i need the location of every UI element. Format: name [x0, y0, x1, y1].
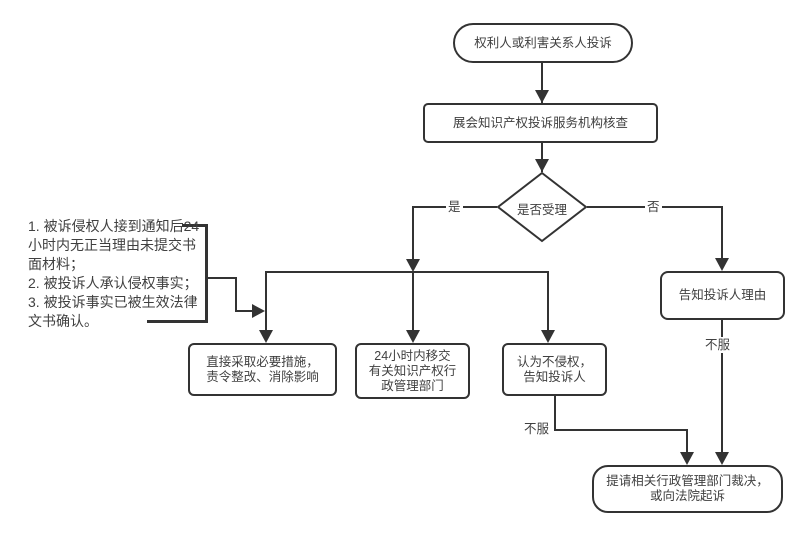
- arrowhead-into-action-direct: [259, 330, 273, 343]
- final-label: 提请相关行政管理部门裁决， 或向法院起诉: [606, 474, 769, 503]
- edge-distribution-line: [265, 271, 549, 273]
- arrowhead-yes-to-distribution: [406, 259, 420, 272]
- label-dissent-left: 不服: [522, 421, 552, 437]
- edge-action3-exit-vertical: [554, 396, 556, 431]
- arrowhead-start-to-verify: [535, 90, 549, 103]
- action-transfer-24h-label: 24小时内移交 有关知识产权行 政管理部门: [368, 348, 457, 393]
- notify-reason-label: 告知投诉人理由: [678, 288, 767, 302]
- verify-label: 展会知识产权投诉服务机构核查: [452, 115, 628, 130]
- edge-drop-action-transfer: [412, 271, 414, 333]
- arrowhead-verify-to-decision: [535, 159, 549, 172]
- action-direct-measures-label: 直接采取必要措施， 责令整改、消除影响: [206, 354, 319, 384]
- criteria-note-text: 1. 被诉侵权人接到通知后24 小时内无正当理由未提交书 面材料； 2. 被投诉…: [28, 218, 200, 329]
- note-bracket-right: [205, 224, 208, 323]
- note-connector-h1: [205, 277, 237, 279]
- edge-start-to-verify: [541, 63, 543, 103]
- verify-process: 展会知识产权投诉服务机构核查: [423, 103, 658, 143]
- action-no-infringement: 认为不侵权， 告知投诉人: [502, 343, 607, 396]
- arrowhead-reason-to-final: [715, 452, 729, 465]
- edge-dissent-vertical: [686, 429, 688, 455]
- accept-decision-diamond: [496, 171, 588, 243]
- edge-yes-vertical: [412, 206, 414, 262]
- start-label: 权利人或利害关系人投诉: [474, 35, 612, 50]
- edge-reason-to-final: [721, 320, 723, 455]
- accept-decision-label: 是否受理: [516, 203, 567, 217]
- arrowhead-into-notify-reason: [715, 258, 729, 271]
- arrowhead-into-action-no-infringe: [541, 330, 555, 343]
- arrowhead-note-connector: [252, 304, 265, 318]
- note-bracket-top-stub: [182, 224, 207, 227]
- edge-verify-to-decision: [541, 143, 543, 172]
- edge-drop-action-direct: [265, 271, 267, 333]
- edge-no-vertical: [721, 206, 723, 261]
- label-no: 否: [645, 199, 662, 215]
- final-terminator: 提请相关行政管理部门裁决， 或向法院起诉: [592, 465, 783, 513]
- edge-dissent-horizontal: [554, 429, 688, 431]
- start-terminator: 权利人或利害关系人投诉: [453, 23, 633, 63]
- note-connector-v: [235, 277, 237, 312]
- notify-reason-process: 告知投诉人理由: [660, 271, 785, 320]
- note-connector-h2: [235, 310, 255, 312]
- action-direct-measures: 直接采取必要措施， 责令整改、消除影响: [188, 343, 337, 396]
- note-bracket-bottom-stub: [147, 320, 208, 323]
- action-no-infringement-label: 认为不侵权， 告知投诉人: [516, 354, 592, 384]
- arrowhead-into-action-transfer: [406, 330, 420, 343]
- edge-drop-action-no-infringe: [547, 271, 549, 333]
- label-dissent-right: 不服: [703, 337, 733, 353]
- label-yes: 是: [446, 199, 463, 215]
- action-transfer-24h: 24小时内移交 有关知识产权行 政管理部门: [355, 343, 470, 399]
- arrowhead-dissent-to-final: [680, 452, 694, 465]
